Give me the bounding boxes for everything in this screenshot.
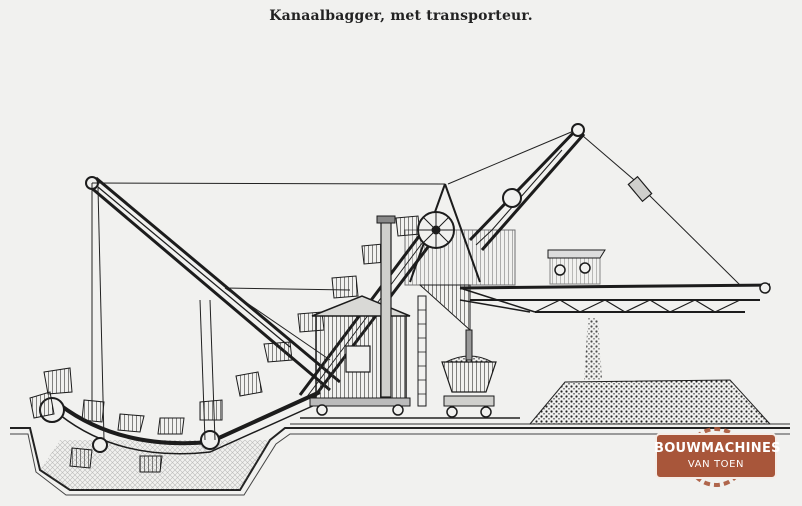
engine-house (309, 295, 411, 416)
conveyor-bridge (459, 249, 771, 313)
figure-caption: Kanaalbagger, met transporteur. (269, 8, 533, 24)
spoil-heap (528, 379, 772, 425)
wires (91, 129, 741, 441)
falling-spoil (584, 318, 602, 380)
watermark-line2: VAN TOEN (687, 459, 745, 470)
tip-wagon (441, 329, 497, 418)
chimney (376, 215, 396, 398)
watermark-logo: BOUWMACHINES VAN TOEN (654, 432, 781, 482)
crane-boom (468, 123, 653, 251)
watermark-line1: BOUWMACHINES (654, 441, 781, 456)
gear-frame (404, 183, 516, 407)
watermark-badge-shape (655, 427, 777, 487)
